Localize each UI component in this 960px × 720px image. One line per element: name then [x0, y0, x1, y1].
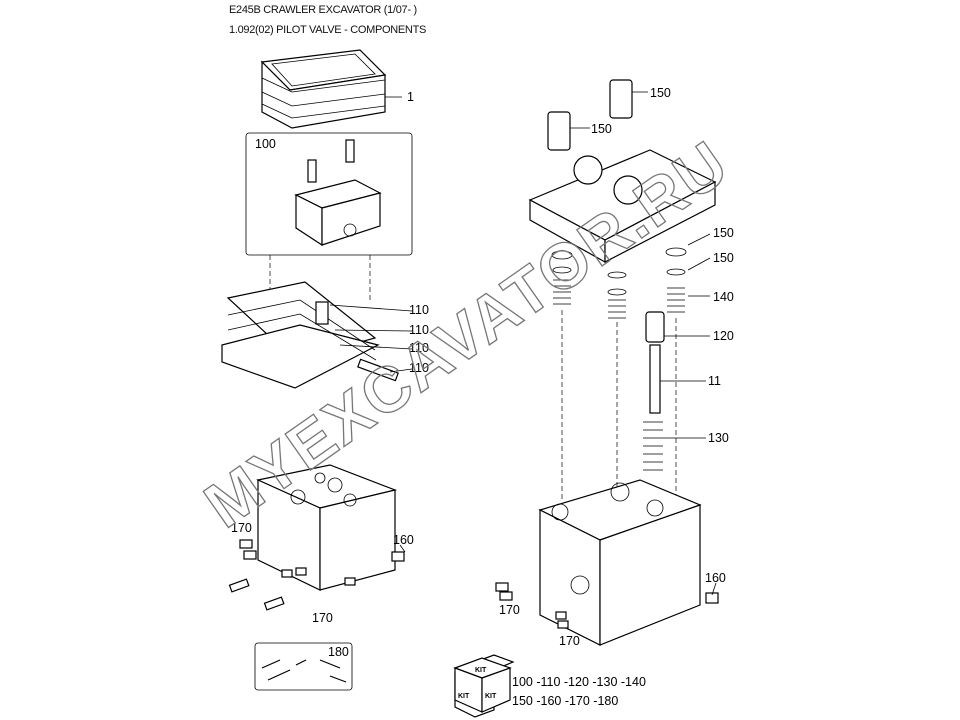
svg-text:KIT: KIT — [458, 693, 470, 700]
callout-150: 150 — [713, 226, 734, 240]
kit-cube-icon: KIT KIT KIT — [453, 654, 515, 718]
callout-110: 110 — [409, 323, 429, 337]
svg-text:KIT: KIT — [475, 667, 487, 674]
kit-parts-line-2: 150 -160 -170 -180 — [512, 694, 618, 708]
part-plate-100[interactable] — [294, 139, 382, 247]
callout-130: 130 — [708, 431, 729, 445]
part-valve-body-right[interactable] — [538, 479, 702, 646]
callout-100: 100 — [255, 137, 276, 151]
svg-text:KIT: KIT — [485, 693, 497, 700]
part-group-box-100 — [245, 132, 413, 256]
callout-110: 110 — [409, 361, 429, 375]
model-title: E245B CRAWLER EXCAVATOR (1/07- ) — [229, 4, 417, 16]
callout-150: 150 — [713, 251, 734, 265]
callout-170: 170 — [499, 603, 520, 617]
part-boot[interactable] — [260, 49, 387, 129]
callout-150: 150 — [650, 86, 671, 100]
part-pin-150-b[interactable] — [609, 79, 633, 119]
callout-170: 170 — [559, 634, 580, 648]
callout-110: 110 — [409, 341, 429, 355]
section-title: 1.092(02) PILOT VALVE - COMPONENTS — [229, 24, 427, 36]
kit-parts-line-1: 100 -110 -120 -130 -140 — [512, 675, 646, 689]
callout-160: 160 — [705, 571, 726, 585]
callout-120: 120 — [713, 329, 734, 343]
callout-150: 150 — [591, 122, 612, 136]
callout-180: 180 — [328, 645, 349, 659]
part-valve-body-left[interactable] — [256, 464, 398, 591]
part-fittings-180[interactable] — [261, 659, 347, 683]
callout-170: 170 — [312, 611, 333, 625]
callout-110: 110 — [409, 303, 429, 317]
part-pin-150-a[interactable] — [547, 111, 571, 151]
callout-1: 1 — [407, 90, 414, 104]
callout-140: 140 — [713, 290, 734, 304]
callout-160: 160 — [393, 533, 414, 547]
part-plate-lower-left[interactable] — [221, 281, 399, 389]
callout-170: 170 — [231, 521, 252, 535]
part-group-box-180 — [254, 642, 353, 691]
part-fittings-170-160[interactable] — [228, 539, 719, 629]
callout-11: 11 — [708, 374, 721, 388]
part-springs[interactable] — [551, 247, 687, 471]
part-plate-right[interactable] — [528, 149, 717, 264]
